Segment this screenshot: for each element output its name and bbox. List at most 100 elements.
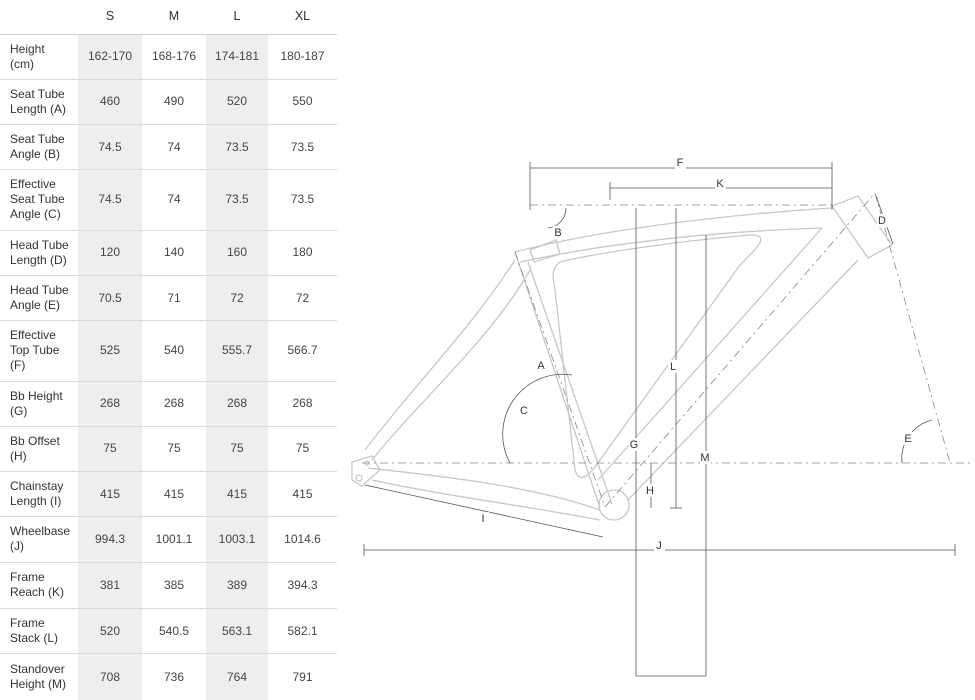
table-cell: 140 (163, 245, 185, 260)
table-cell: 540.5 (158, 623, 190, 638)
table-cell: 736 (163, 669, 185, 684)
row-label: Frame Stack (L) (10, 616, 59, 645)
bike-frame (351, 195, 893, 521)
table-cell: 415 (78, 471, 142, 517)
table-cell: 540 (163, 343, 185, 358)
table-cell: 71 (167, 290, 181, 305)
header-corner (0, 0, 78, 35)
table-cell: 389 (206, 562, 268, 609)
dimension-label-bg (877, 214, 888, 227)
dimension-label-bg (478, 512, 489, 525)
table-cell: 75 (78, 426, 142, 472)
size-header-row: S M L XL (0, 0, 337, 35)
table-cell: 1003.1 (206, 516, 268, 563)
table-cell: 162-170 (78, 34, 142, 80)
table-cell: 1014.6 (284, 531, 321, 546)
table-cell: 566.7 (287, 343, 318, 358)
table-cell: 73.5 (206, 169, 268, 231)
dimension-label-b: B (554, 227, 561, 239)
dimension-label-g: G (630, 439, 639, 451)
table-cell: 180 (292, 245, 313, 260)
table-cell: 74 (167, 139, 181, 154)
row-label: Head Tube Length (D) (10, 237, 69, 267)
dimension-label-bg (553, 226, 564, 239)
table-cell: 520 (206, 79, 268, 125)
dimension-label-f: F (677, 157, 684, 169)
size-header: M (142, 0, 206, 35)
table-cell: 582.1 (287, 623, 318, 638)
table-cell: 70.5 (78, 275, 142, 321)
row-label: Bb Height (G) (10, 388, 63, 418)
dimension-label-l: L (670, 361, 676, 373)
table-cell: 460 (78, 79, 142, 125)
table-cell: 73.5 (290, 139, 315, 154)
dimension-label-m: M (700, 452, 709, 464)
row-label: Effective Top Tube (F) (10, 328, 60, 373)
dimension-label-j: J (656, 540, 662, 552)
table-cell: 563.1 (206, 608, 268, 654)
table-cell: 791 (292, 669, 313, 684)
table-cell: 1001.1 (155, 531, 193, 546)
table-cell: 394.3 (287, 577, 318, 592)
dimension-label-d: D (878, 215, 886, 227)
table-cell: 160 (206, 230, 268, 276)
table-cell: 415 (292, 486, 313, 501)
dimension-label-bg (536, 359, 547, 372)
dimension-label-bg (654, 539, 665, 552)
table-cell: 168-176 (151, 49, 197, 64)
dimension-label-h: H (646, 485, 654, 497)
table-cell: 180-187 (280, 49, 325, 64)
table-cell: 555.7 (206, 320, 268, 382)
row-label: Bb Offset (H) (10, 433, 60, 463)
dimension-label-bg (700, 451, 711, 464)
size-header: L (206, 0, 268, 35)
dimension-label-bg (903, 432, 914, 445)
table-cell: 74.5 (78, 169, 142, 231)
table-cell: 73.5 (290, 192, 315, 207)
dimension-label-e: E (904, 433, 911, 445)
dimension-label-k: K (716, 178, 724, 190)
table-cell: 415 (163, 486, 185, 501)
dimension-label-bg (519, 404, 530, 417)
table-cell: 75 (295, 441, 310, 456)
row-label: Frame Reach (K) (10, 570, 65, 600)
table-cell: 764 (206, 653, 268, 700)
dimension-label-bg (645, 484, 656, 497)
table-cell: 74.5 (78, 124, 142, 170)
table-cell: 75 (167, 441, 181, 456)
table-cell: 381 (78, 562, 142, 609)
table-row: Effective Top Tube (F) 525 540 555.7 566.7 (0, 320, 337, 382)
table-cell: 525 (78, 320, 142, 382)
table-row: Frame Stack (L) 520 540.5 563.1 582.1 (0, 608, 337, 654)
table-cell: 174-181 (206, 34, 268, 80)
table-cell: 73.5 (206, 124, 268, 170)
table-cell: 708 (78, 653, 142, 700)
table-cell: 490 (163, 94, 185, 109)
table-cell: 72 (295, 290, 310, 305)
dimension-label-bg (668, 360, 679, 373)
row-label: Effective Seat Tube Angle (C) (10, 177, 65, 222)
size-header: XL (268, 0, 337, 35)
table-cell: 415 (206, 471, 268, 517)
row-label: Wheelbase (J) (10, 524, 71, 554)
size-header: S (78, 0, 142, 35)
table-cell: 268 (78, 381, 142, 427)
dimension-label-c: C (520, 405, 528, 417)
row-label: Head Tube Angle (E) (10, 283, 69, 313)
dimension-label-a: A (537, 360, 545, 372)
dimension-label-bg (715, 177, 726, 190)
table-cell: 520 (78, 608, 142, 654)
